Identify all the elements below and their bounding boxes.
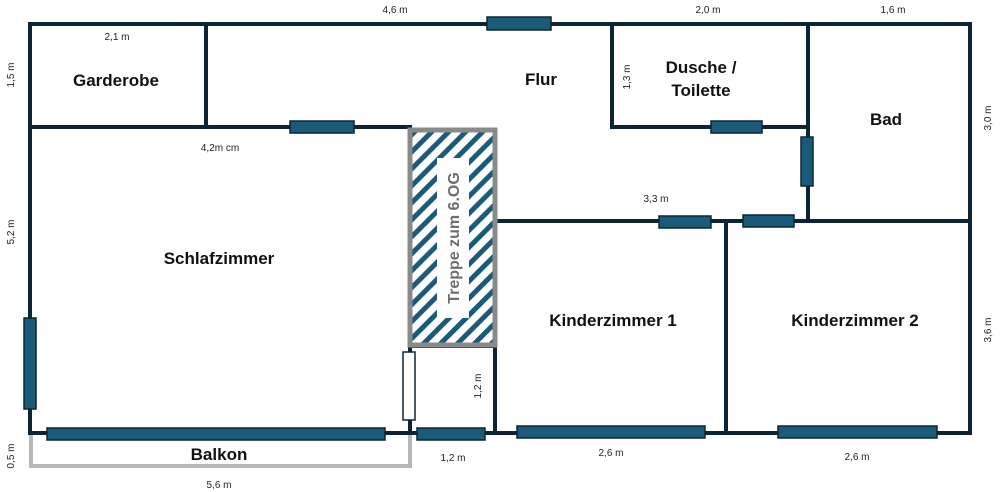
outer-wall [28, 22, 972, 435]
dim-schlaf-height: 5,2 m [6, 219, 17, 244]
dim-schlaf-width: 4,2m cm [201, 143, 239, 154]
label-garderobe: Garderobe [73, 71, 159, 90]
dim-balkon-depth: 0,5 m [6, 443, 17, 468]
dim-top-bad: 1,6 m [880, 5, 905, 16]
window-flur-top [486, 16, 552, 31]
label-kinderzimmer1: Kinderzimmer 1 [549, 311, 677, 330]
walls [28, 22, 972, 435]
dim-small-height: 1,2 m [473, 373, 484, 398]
dim-top-dusche: 2,0 m [695, 5, 720, 16]
window-schlaf-top [289, 120, 355, 134]
window-schlaf-left [23, 317, 37, 410]
windows [23, 16, 938, 441]
door-schlaf [402, 351, 416, 421]
label-schlafzimmer: Schlafzimmer [164, 249, 275, 268]
dim-small-width: 1,2 m [440, 453, 465, 464]
dim-kinder1-width: 2,6 m [598, 448, 623, 459]
dim-kinder-height: 3,6 m [983, 317, 994, 342]
window-dusche [710, 120, 763, 134]
dim-garderobe-width: 2,1 m [104, 32, 129, 43]
window-small-room [416, 427, 486, 441]
stairs-label: Treppe zum 6.OG [446, 172, 463, 304]
balcony-railing [29, 434, 412, 468]
window-bad-bottom [742, 214, 795, 228]
dim-bad-height: 3,0 m [983, 105, 994, 130]
dim-garderobe-height: 1,5 m [6, 62, 17, 87]
dimension-labels: 4,6 m 2,0 m 1,6 m 2,1 m 1,5 m 1,3 m 3,0 … [6, 5, 994, 491]
window-kinder1-bottom [516, 425, 706, 439]
label-kinderzimmer2: Kinderzimmer 2 [791, 311, 919, 330]
label-dusche-2: Toilette [671, 81, 730, 100]
dim-kinder2-width: 2,6 m [844, 452, 869, 463]
label-balkon: Balkon [191, 445, 248, 464]
label-dusche-1: Dusche / [666, 58, 737, 77]
window-bad-left [800, 136, 814, 187]
dim-balkon-width: 5,6 m [206, 480, 231, 491]
dim-top-flur: 4,6 m [382, 5, 407, 16]
window-kinder1-top [658, 215, 712, 229]
room-labels: Garderobe Flur Dusche / Toilette Bad Sch… [73, 58, 919, 464]
stairs-label-bg [437, 158, 469, 318]
window-kinder2-bottom [777, 425, 938, 439]
window-balkon [46, 427, 386, 441]
label-flur: Flur [525, 70, 557, 89]
dim-corridor-width: 3,3 m [643, 194, 668, 205]
dim-dusche-height: 1,3 m [622, 64, 633, 89]
label-bad: Bad [870, 110, 902, 129]
